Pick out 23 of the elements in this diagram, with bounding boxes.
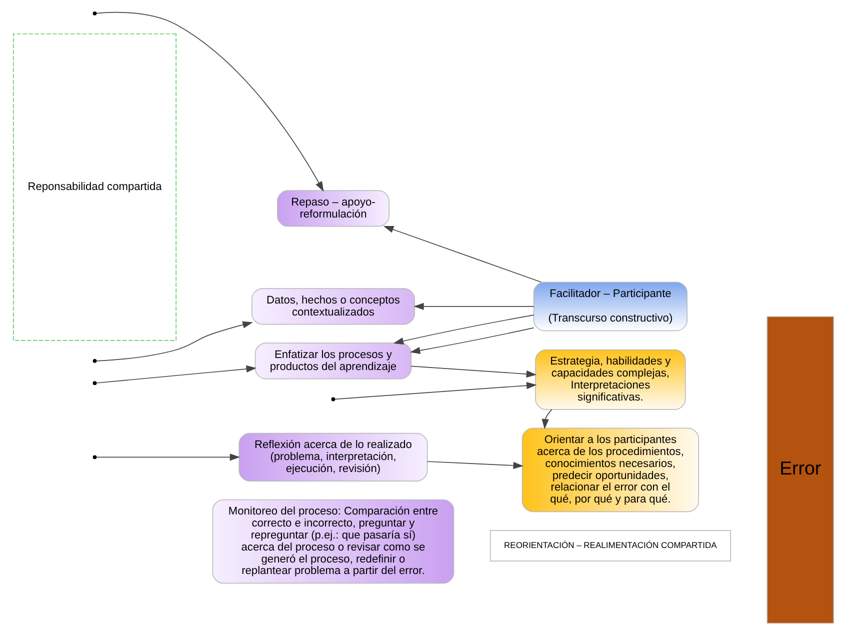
arrow [392, 314, 534, 345]
arrow [413, 302, 534, 310]
node-box: Repaso – apoyo- reformulación [276, 190, 389, 227]
arrow [410, 366, 536, 378]
arrow [96, 365, 256, 384]
arrow [382, 226, 542, 283]
arrow [95, 321, 252, 362]
node-box: Estrategia, habilidades y capacidades complejas, Interpretaciones significativas. [534, 349, 686, 410]
arrow [96, 454, 240, 461]
node-box: Monitoreo del proceso: Comparación entre correcto e incorrecto, preguntar y repreguntar (p.ej.: que pasaría sí) acerca del proceso o revisar como se generó el proceso, redefinir o replantear problema a partir del error. [212, 499, 454, 584]
arrow [541, 409, 552, 430]
node-box: REORIENTACIÓN – REALIMENTACIÓN COMPARTIDA [489, 530, 730, 562]
node-box: Reponsabilidad compartida [12, 33, 176, 341]
arrow [96, 12, 324, 192]
node-box: Facilitador – Participante (Transcurso constructivo) [532, 282, 688, 332]
node-box: Error [766, 316, 834, 624]
arrow [426, 461, 523, 470]
arrow [334, 382, 536, 400]
node-box: Orientar a los participantes acerca de los procedimientos, conocimientos necesarios, predecir oportunidades, relacionar el error con el qué, por qué y para qué. [521, 428, 699, 512]
node-box: Reflexión acerca de lo realizado (problema, interpretación, ejecución, revisión) [238, 432, 428, 482]
node-box: Enfatizar los procesos y productos del aprendizaje [254, 342, 412, 380]
node-box: Datos, hechos o conceptos contextualizados [250, 288, 414, 325]
arrow [409, 327, 534, 354]
